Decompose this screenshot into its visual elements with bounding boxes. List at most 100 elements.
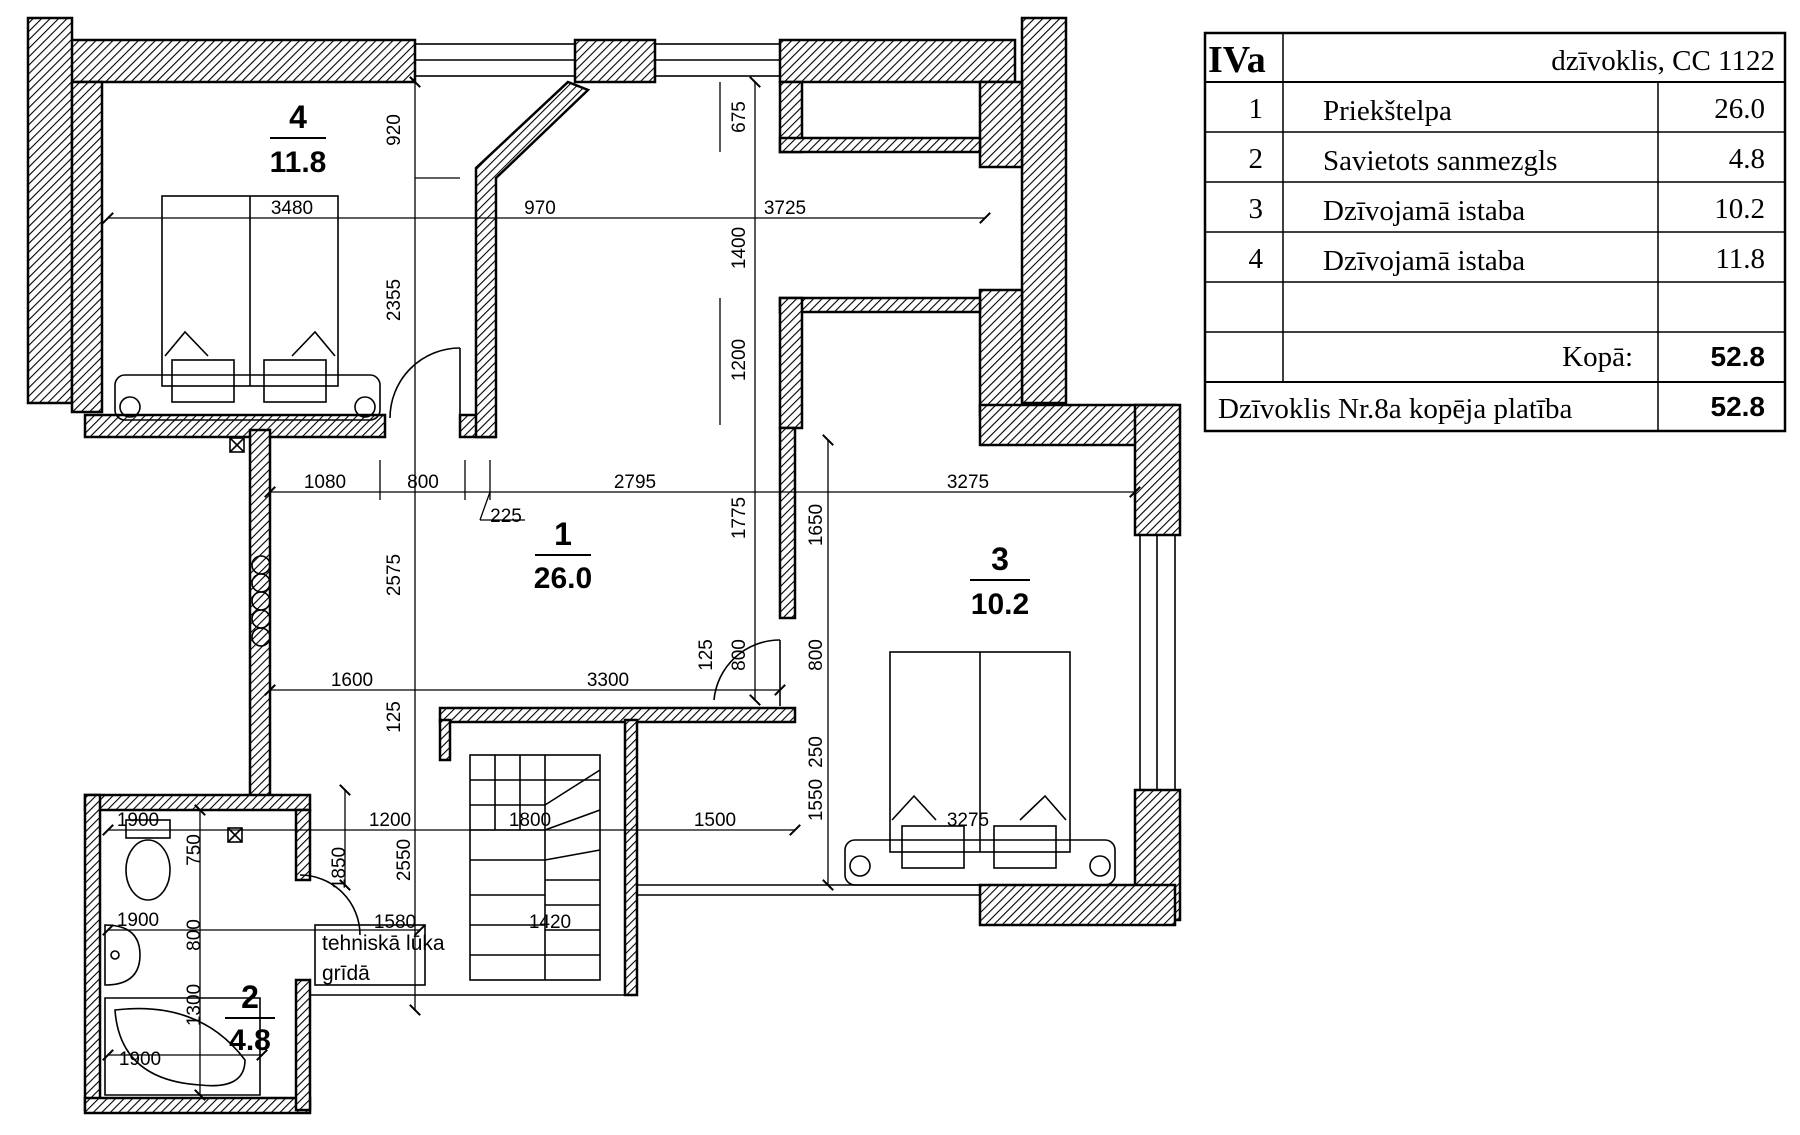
wall-room3-left bbox=[778, 426, 797, 620]
dim-800-d: 800 bbox=[184, 919, 205, 951]
dimension-labels: 920 675 3480 970 3725 1400 2355 1200 108… bbox=[117, 101, 989, 1070]
dim-1420: 1420 bbox=[529, 912, 571, 933]
table-row-4-name: Dzīvojamā istaba bbox=[1323, 245, 1525, 277]
wall-room3-right-upper bbox=[1133, 403, 1182, 537]
door-room4 bbox=[389, 347, 461, 419]
wall-stair-left-stub bbox=[438, 718, 452, 762]
wall-bath-right-upper bbox=[294, 808, 312, 882]
dim-675: 675 bbox=[729, 101, 750, 133]
table-row-3-no: 3 bbox=[1249, 193, 1264, 225]
dim-800-a: 800 bbox=[407, 472, 439, 493]
table-total-value: 52.8 bbox=[1711, 341, 1766, 372]
svg-text:1: 1 bbox=[554, 516, 572, 552]
pillow-room3-b bbox=[993, 825, 1057, 869]
wall-top-mid bbox=[573, 38, 657, 84]
wall-room3-bottom bbox=[978, 883, 1177, 927]
wall-left-outer bbox=[26, 16, 74, 405]
svg-text:4.8: 4.8 bbox=[229, 1024, 271, 1057]
table-code: IVa bbox=[1208, 39, 1266, 81]
pillow-room4-b bbox=[263, 359, 327, 403]
table-row-3-area: 10.2 bbox=[1714, 193, 1765, 225]
area-table: IVa dzīvoklis, CC 1122 1 Priekštelpa 26.… bbox=[1203, 31, 1787, 433]
dim-1580: 1580 bbox=[374, 912, 416, 933]
room-3-label: 3 10.2 bbox=[970, 541, 1030, 621]
dim-1900-b: 1900 bbox=[117, 910, 159, 931]
room-4-label: 4 11.8 bbox=[270, 99, 327, 179]
dim-1200-b: 1200 bbox=[369, 810, 411, 831]
dimension-lines bbox=[102, 76, 1141, 1101]
dim-125-b: 125 bbox=[384, 701, 405, 733]
room-2-label: 2 4.8 bbox=[225, 979, 275, 1057]
headboard-room3 bbox=[844, 839, 1116, 886]
furniture bbox=[104, 195, 1116, 1096]
closet-lower-side bbox=[778, 296, 804, 430]
room-1-label: 1 26.0 bbox=[534, 516, 592, 595]
dim-2355: 2355 bbox=[384, 279, 405, 321]
svg-text:10.2: 10.2 bbox=[971, 588, 1029, 621]
dim-800-b: 800 bbox=[729, 639, 750, 671]
svg-text:2: 2 bbox=[241, 979, 259, 1015]
dim-1900-c: 1900 bbox=[119, 1049, 161, 1070]
table-apartment-label: Dzīvoklis Nr.8a kopēja platība bbox=[1218, 393, 1572, 425]
dim-1775: 1775 bbox=[729, 497, 750, 539]
wall-bath-bottom bbox=[83, 1096, 312, 1115]
table-row-1-no: 1 bbox=[1249, 93, 1264, 125]
dim-1500: 1500 bbox=[694, 810, 736, 831]
wall-stair-top bbox=[438, 706, 797, 724]
table-row-2-area: 4.8 bbox=[1729, 143, 1765, 175]
dim-1200-a: 1200 bbox=[729, 339, 750, 381]
table-row-4-no: 4 bbox=[1249, 243, 1264, 275]
dim-1850: 1850 bbox=[329, 847, 350, 889]
dim-1600: 1600 bbox=[331, 670, 373, 691]
table-row-1-area: 26.0 bbox=[1714, 93, 1765, 125]
dim-2575: 2575 bbox=[384, 554, 405, 596]
dim-1650: 1650 bbox=[806, 504, 827, 546]
table-row-2-name: Savietots sanmezgls bbox=[1323, 145, 1557, 177]
toilet bbox=[125, 839, 171, 901]
dim-3725: 3725 bbox=[764, 198, 806, 219]
room-labels: 4 11.8 1 26.0 3 10.2 2 4.8 tehniskā lūka… bbox=[225, 99, 1030, 1057]
wall-right-pillar bbox=[1020, 16, 1068, 405]
dim-225: 225 bbox=[490, 506, 522, 527]
wall-diagonal bbox=[474, 80, 591, 439]
closet-upper-bottom bbox=[778, 136, 982, 154]
dim-3275-b: 3275 bbox=[947, 810, 989, 831]
wall-bath-top bbox=[83, 793, 312, 812]
closet-lower-top bbox=[778, 296, 982, 314]
dim-2550: 2550 bbox=[394, 839, 415, 881]
headboard-room4 bbox=[114, 374, 381, 421]
dim-750: 750 bbox=[184, 834, 205, 866]
dim-3275-a: 3275 bbox=[947, 472, 989, 493]
table-row-1-name: Priekštelpa bbox=[1323, 95, 1452, 127]
dim-1300: 1300 bbox=[184, 984, 205, 1026]
dim-1400: 1400 bbox=[729, 227, 750, 269]
pillow-room4-a bbox=[171, 359, 235, 403]
dim-1800: 1800 bbox=[509, 810, 551, 831]
table-apartment-value: 52.8 bbox=[1711, 391, 1766, 422]
wall-right-lower bbox=[978, 288, 1024, 417]
dim-970: 970 bbox=[524, 198, 556, 219]
svg-text:26.0: 26.0 bbox=[534, 562, 592, 595]
table-row-4-area: 11.8 bbox=[1715, 243, 1765, 275]
wall-left-inner bbox=[70, 80, 104, 414]
wall-top-left bbox=[68, 38, 417, 84]
wall-bath-right-lower bbox=[294, 978, 312, 1112]
dim-1080: 1080 bbox=[304, 472, 346, 493]
wall-room4-bottom bbox=[83, 413, 387, 439]
dim-800-c: 800 bbox=[806, 639, 827, 671]
dim-1900-a: 1900 bbox=[117, 810, 159, 831]
wall-top-right bbox=[778, 38, 1017, 84]
dim-2795: 2795 bbox=[614, 472, 656, 493]
dim-125-a: 125 bbox=[696, 639, 717, 671]
dim-3480: 3480 bbox=[271, 198, 313, 219]
table-row-2-no: 2 bbox=[1249, 143, 1264, 175]
svg-text:11.8: 11.8 bbox=[270, 146, 327, 179]
svg-text:4: 4 bbox=[289, 99, 307, 135]
pillow-room3-a bbox=[901, 825, 965, 869]
table-total-label: Kopā: bbox=[1562, 341, 1633, 373]
wall-stair-right bbox=[623, 718, 639, 997]
walls bbox=[26, 16, 1182, 1115]
dim-250: 250 bbox=[806, 736, 827, 768]
wall-bath-left bbox=[83, 793, 102, 1112]
